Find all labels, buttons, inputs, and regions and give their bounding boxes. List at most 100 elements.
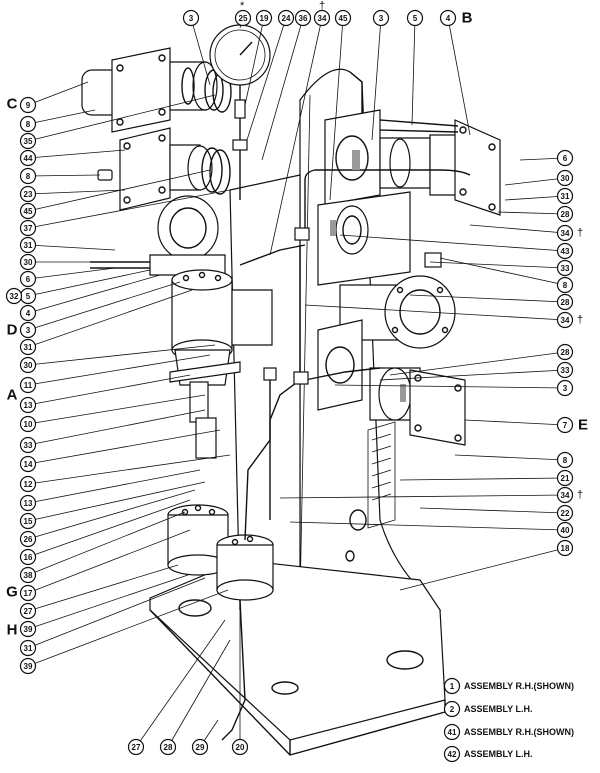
callout-number: 43: [561, 247, 570, 256]
callout-bubble: 25: [234, 9, 252, 27]
star-mark: *: [240, 0, 245, 12]
lower-filter-h: [216, 534, 274, 741]
leader-line: [439, 257, 566, 286]
callout-bubble: 31: [19, 236, 37, 254]
callout-number: 45: [24, 207, 33, 216]
leader-line: [27, 174, 101, 177]
callout-number: 26: [24, 535, 33, 544]
base-hole-front: [271, 681, 299, 695]
callout-number: 7: [563, 421, 568, 430]
callout-number: 6: [26, 275, 31, 284]
leader-line: [27, 469, 201, 504]
callout-circle: [19, 376, 37, 394]
callout-number: 24: [282, 14, 291, 23]
callout-bubble: 28: [556, 343, 574, 361]
callout-circle: [556, 311, 574, 329]
legend-number-circle: [443, 677, 461, 695]
cylinder-assembly-e: [317, 319, 466, 446]
callout-circle: [334, 9, 352, 27]
cylinder-assembly-middle: [97, 127, 231, 211]
leader-line: [379, 369, 566, 381]
callout-bubble: 13: [19, 396, 37, 414]
leader-line: [27, 481, 206, 522]
callout-bubble: 15: [19, 512, 37, 530]
leader-line: [27, 344, 216, 366]
legend-text: ASSEMBLY R.H.(SHOWN): [464, 727, 574, 737]
callout-bubble: 10: [19, 415, 37, 433]
callout-circle: [556, 451, 574, 469]
legend-number-circle: [443, 745, 461, 763]
callout-circle: [19, 321, 37, 339]
callout-number: 34: [561, 491, 570, 500]
callout-circle: [19, 475, 37, 493]
callout-bubble: 4: [439, 9, 457, 27]
callout-bubble: 8: [19, 115, 37, 133]
leader-line: [27, 81, 89, 106]
callout-number: 5: [26, 292, 31, 301]
callout-circle: [19, 620, 37, 638]
callout-circle: [556, 187, 574, 205]
callout-bubble: 33: [556, 361, 574, 379]
dagger-mark: †: [577, 314, 583, 326]
cylinder-assembly-b: [324, 109, 501, 216]
leader-line: [27, 149, 126, 159]
leader-line: [27, 564, 179, 612]
leader-line: [371, 17, 382, 141]
callout-circle: [556, 293, 574, 311]
callout-number: 3: [189, 14, 194, 23]
base-hole-left: [178, 599, 212, 617]
legend-text: ASSEMBLY L.H.: [464, 704, 533, 714]
leader-line: [27, 354, 211, 386]
flanged-cylinder-left: [90, 195, 226, 276]
callout-circle: [439, 9, 457, 27]
leader-line: [27, 574, 189, 630]
leader-line: [27, 94, 216, 142]
callout-circle: [19, 639, 37, 657]
section-label-a: A: [7, 387, 18, 404]
callout-bubble: 27: [19, 602, 37, 620]
callout-circle: [556, 242, 574, 260]
callout-bubble: 37: [19, 219, 37, 237]
callout-circle: [556, 343, 574, 361]
callout-circle: [182, 9, 200, 27]
leader-line: [469, 224, 566, 234]
callout-number: 33: [561, 264, 570, 273]
shade-accent: [330, 220, 336, 236]
leader-line: [27, 577, 206, 649]
pressure-gauge: [209, 24, 271, 200]
callout-circle: [19, 602, 37, 620]
shade-accent: [400, 384, 406, 402]
callout-circle: [556, 205, 574, 223]
callout-number: 39: [24, 625, 33, 634]
section-label-h: H: [7, 622, 18, 639]
callout-bubble: 22: [556, 504, 574, 522]
leader-line: [454, 454, 566, 461]
callout-circle: [19, 396, 37, 414]
callout-number: 8: [563, 456, 568, 465]
callout-circle: [19, 356, 37, 374]
callout-circle: [556, 416, 574, 434]
callout-number: 28: [164, 743, 173, 752]
callout-number: 25: [239, 14, 248, 23]
callout-number: 27: [24, 607, 33, 616]
callout-number: 14: [24, 460, 33, 469]
leader-line: [409, 294, 566, 303]
section-label-c: C: [7, 96, 18, 113]
callout-circle: [5, 287, 23, 305]
callout-number: 6: [563, 154, 568, 163]
legend-number-circle: [443, 700, 461, 718]
callout-circle: [556, 521, 574, 539]
callout-number: 31: [24, 343, 33, 352]
leader-line: [447, 17, 471, 136]
callout-circle: [372, 9, 390, 27]
callout-bubble: 28: [159, 738, 177, 756]
callout-bubble: 38: [19, 566, 37, 584]
callout-bubble: 34: [313, 9, 331, 27]
leader-line: [27, 511, 186, 576]
section-label-d: D: [7, 322, 18, 339]
callout-bubble: 14: [19, 455, 37, 473]
callout-circle: [556, 504, 574, 522]
leader-line: [411, 17, 416, 126]
callout-bubble: 28: [556, 293, 574, 311]
